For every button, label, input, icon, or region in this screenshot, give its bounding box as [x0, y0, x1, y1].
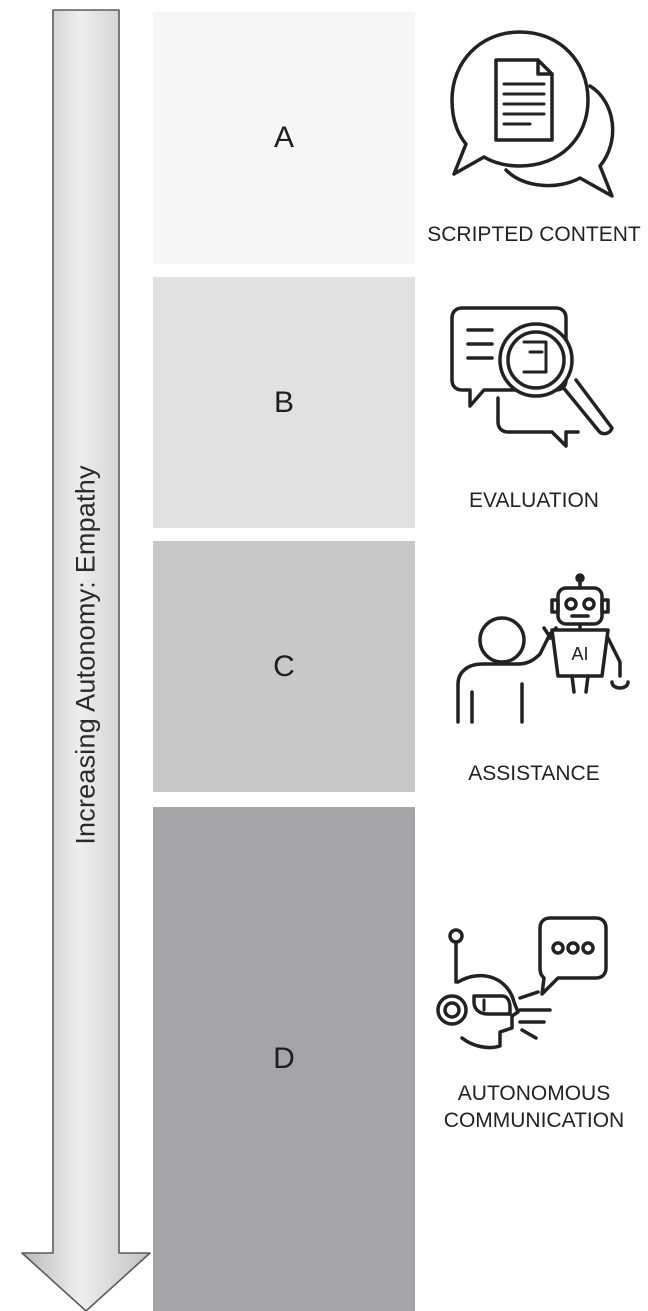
caption-assistance: ASSISTANCE — [468, 762, 600, 785]
caption-evaluation: EVALUATION — [469, 489, 599, 512]
level-box-b: B — [153, 277, 415, 528]
caption-autonomous-communication: AUTONOMOUS COMMUNICATION — [420, 1080, 648, 1134]
scripted-content-icon — [450, 30, 615, 198]
autonomy-arrow — [21, 9, 151, 1311]
level-letter-b: B — [273, 385, 294, 419]
level-box-a: A — [153, 12, 415, 264]
assistance-icon: AI — [456, 573, 630, 724]
level-letter-d: D — [273, 1042, 295, 1075]
ai-badge-text: AI — [571, 644, 588, 664]
axis-label: Increasing Autonomy: Empathy — [70, 465, 101, 845]
autonomous-communication-icon — [436, 916, 608, 1050]
caption-line-autonomous: AUTONOMOUS — [457, 1082, 611, 1105]
evaluation-icon — [450, 306, 614, 448]
level-letter-a: A — [273, 121, 294, 154]
level-box-d: D — [153, 807, 415, 1311]
level-letter-c: C — [273, 649, 295, 683]
caption-line-communication: COMMUNICATION — [443, 1109, 625, 1132]
caption-scripted-content: SCRIPTED CONTENT — [427, 223, 641, 246]
level-box-c: C — [153, 541, 415, 792]
